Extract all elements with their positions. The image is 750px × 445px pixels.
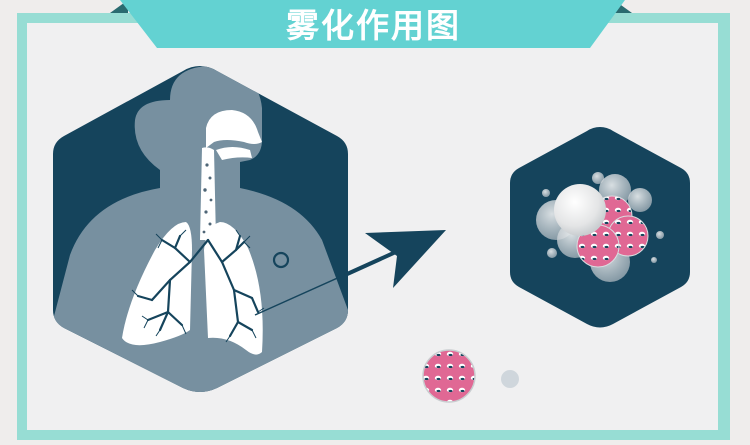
arrow-icon <box>254 230 446 316</box>
title-banner <box>110 0 632 48</box>
aerosol-panel <box>510 127 690 328</box>
particle-cluster <box>536 172 664 282</box>
human-silhouette <box>53 66 348 392</box>
trachea <box>200 147 216 240</box>
heart-marker-icon <box>272 251 290 269</box>
left-lung <box>122 222 192 346</box>
pink-particle <box>422 349 476 403</box>
bronchial-tree <box>136 234 260 338</box>
mouth-cavity <box>216 147 252 160</box>
bronchioles <box>131 229 265 343</box>
respiratory-panel <box>53 66 348 392</box>
page-title: 雾化作用图 <box>286 6 461 45</box>
banner-ribbon <box>120 0 625 48</box>
nasal-cavity <box>206 110 262 148</box>
loose-particles <box>422 349 519 403</box>
grey-droplet <box>501 370 519 388</box>
